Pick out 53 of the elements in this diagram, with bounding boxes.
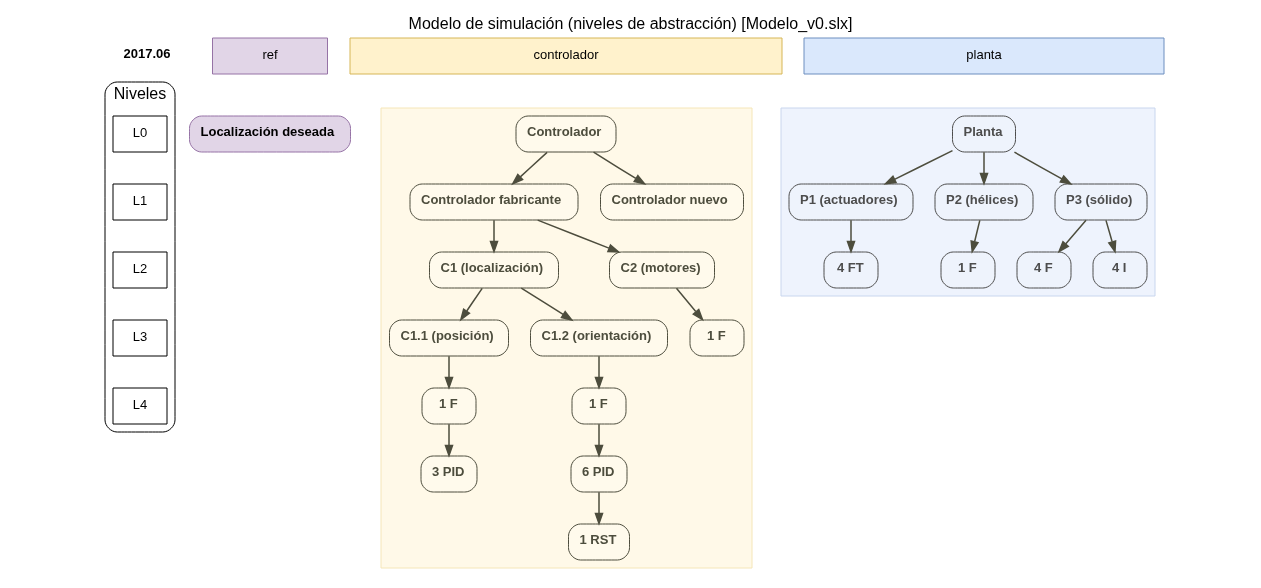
diagram-title: Modelo de simulación (niveles de abstracción) [Modelo_v0.slx] <box>408 14 853 32</box>
node-box: P3 (sólido) <box>1054 183 1148 221</box>
arrow <box>459 287 483 322</box>
arrow <box>489 219 499 254</box>
node-box: L1 <box>112 183 168 221</box>
arrow <box>979 151 989 186</box>
arrow <box>883 149 954 185</box>
arrow <box>1013 151 1073 186</box>
node-box: Planta <box>952 115 1016 153</box>
node-box: 1 F <box>689 319 745 357</box>
node-box: P1 (actuadores) <box>788 183 914 221</box>
arrow <box>444 355 454 390</box>
node-box: P2 (hélices) <box>934 183 1034 221</box>
label: 2017.06 <box>123 46 171 62</box>
node-box: 6 PID <box>570 455 628 493</box>
node-box: 3 PID <box>420 455 478 493</box>
node-box: C1 (localización) <box>429 251 559 289</box>
node-box: controlador <box>349 37 783 75</box>
cluster <box>380 107 753 569</box>
node-box: ref <box>212 37 328 75</box>
node-box: 4 I <box>1092 251 1148 289</box>
arrow <box>444 423 454 458</box>
arrow <box>536 219 621 253</box>
node-box: Controlador nuevo <box>600 183 744 221</box>
node-box: Localización deseada <box>189 115 351 153</box>
node-box: 1 F <box>940 251 996 289</box>
node-box: planta <box>803 37 1165 75</box>
arrow <box>594 491 604 526</box>
node-box: L4 <box>112 387 168 425</box>
node-box: 1 F <box>421 387 477 425</box>
node-box: 1 F <box>571 387 627 425</box>
arrow <box>846 219 856 254</box>
arrow <box>594 355 604 390</box>
node-box: C1.1 (posición) <box>389 319 509 357</box>
node-box: 4 FT <box>823 251 879 289</box>
node-box: L2 <box>112 251 168 289</box>
arrow <box>1105 219 1117 254</box>
node-box: L0 <box>112 115 168 153</box>
node-box: Controlador <box>515 115 617 153</box>
arrow <box>592 151 647 186</box>
node-box: C1.2 (orientación) <box>530 319 668 357</box>
arrow <box>1057 219 1087 254</box>
arrow <box>511 151 548 186</box>
arrow <box>970 219 981 254</box>
cluster <box>780 107 1156 297</box>
node-box: C2 (motores) <box>609 251 715 289</box>
node-box: L3 <box>112 319 168 357</box>
arrow <box>675 287 704 322</box>
arrow <box>520 287 574 322</box>
node-box: 1 RST <box>568 523 630 561</box>
arrow <box>594 423 604 458</box>
node-box: 4 F <box>1016 251 1072 289</box>
node-box: Controlador fabricante <box>409 183 579 221</box>
